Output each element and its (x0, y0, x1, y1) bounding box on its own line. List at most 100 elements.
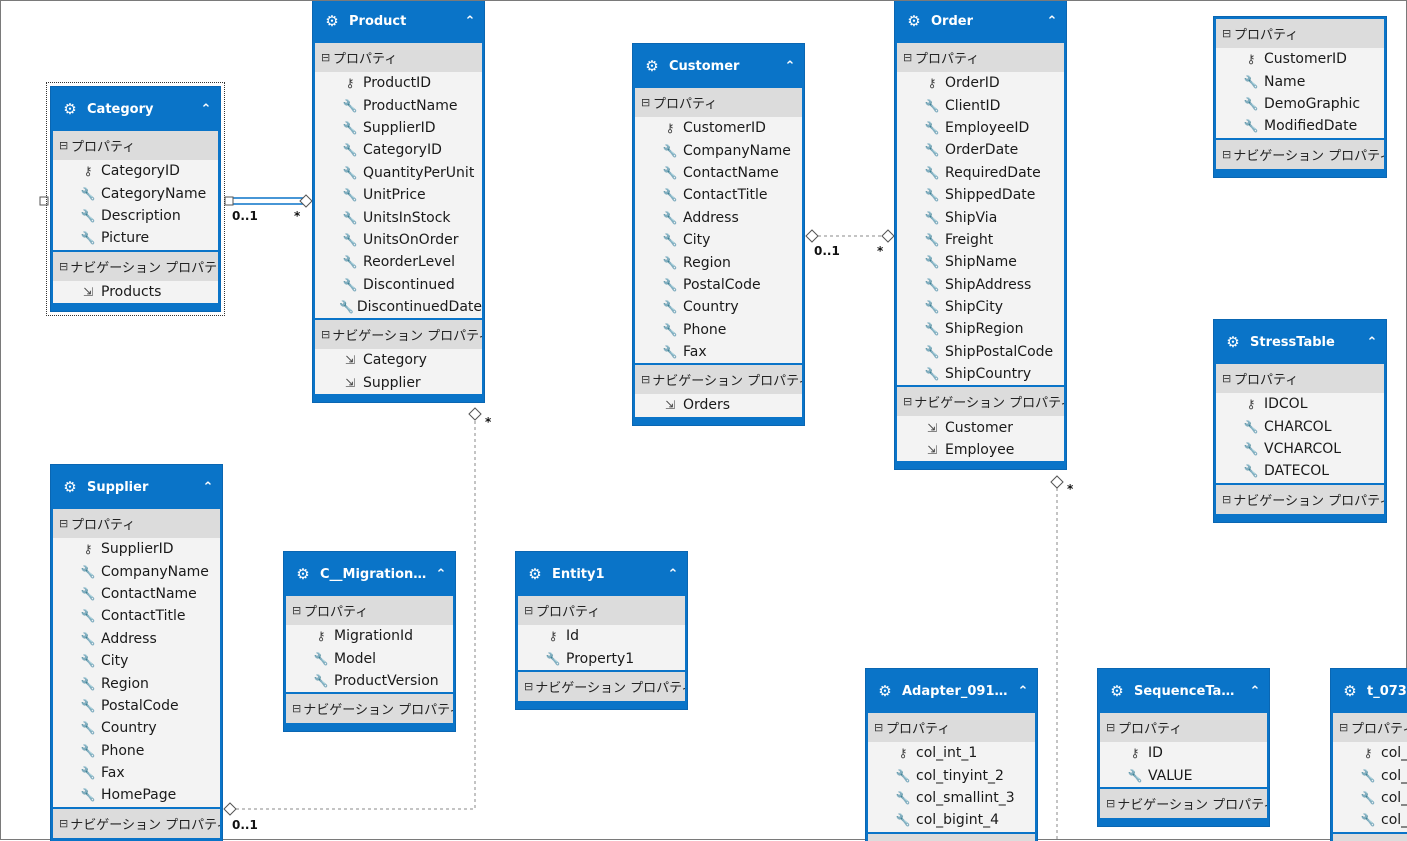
association-end-diamond[interactable] (223, 802, 237, 816)
property-row[interactable]: 🔧ReorderLevel (315, 251, 482, 273)
entity-header[interactable]: ⚙t_0733⌃ (1331, 669, 1407, 713)
navigation-section-header[interactable]: ⊟ナビゲーション プロパティ (635, 365, 802, 395)
property-row[interactable]: 🔧HomePage (53, 784, 220, 806)
property-row[interactable]: 🔧Region (53, 672, 220, 694)
minus-toggle-icon[interactable]: ⊟ (59, 139, 69, 152)
property-row[interactable]: ⚷col_int_1 (868, 742, 1035, 764)
navigation-property-row[interactable]: ⇲Employee (897, 439, 1064, 461)
property-row[interactable]: 🔧ShipCity (897, 296, 1064, 318)
property-row[interactable]: 🔧CategoryName (53, 182, 218, 204)
property-row[interactable]: ⚷IDCOL (1216, 393, 1384, 415)
navigation-section-header[interactable]: ⊟ナビゲーション プロパティ (286, 694, 453, 724)
property-row[interactable]: 🔧UnitsOnOrder (315, 229, 482, 251)
entity-entity1[interactable]: ⚙Entity1⌃⊟プロパティ⚷Id🔧Property1⊟ナビゲーション プロパ… (515, 551, 688, 710)
entity-topright[interactable]: ⊟プロパティ⚷CustomerID🔧Name🔧DemoGraphic🔧Modif… (1213, 16, 1387, 178)
entity-header[interactable]: ⚙Product⌃ (313, 1, 484, 43)
property-row[interactable]: 🔧Address (635, 207, 802, 229)
property-row[interactable]: 🔧col_tinyint_2 (868, 764, 1035, 786)
entity-supplier[interactable]: ⚙Supplier⌃⊟プロパティ⚷SupplierID🔧CompanyName🔧… (50, 464, 223, 841)
property-row[interactable]: 🔧ContactName (635, 162, 802, 184)
minus-toggle-icon[interactable]: ⊟ (321, 328, 331, 342)
property-row[interactable]: ⚷MigrationId (286, 625, 453, 647)
property-row[interactable]: 🔧ShipCountry (897, 363, 1064, 385)
property-row[interactable]: 🔧ShipPostalCode (897, 341, 1064, 363)
navigation-section-header[interactable]: ⊟ナビゲーション プロパティ (315, 320, 482, 350)
chevron-up-icon[interactable]: ⌃ (1017, 683, 1029, 699)
minus-toggle-icon[interactable]: ⊟ (292, 604, 302, 617)
property-row[interactable]: 🔧Name (1216, 70, 1384, 92)
property-row[interactable]: 🔧EmployeeID (897, 117, 1064, 139)
chevron-up-icon[interactable]: ⌃ (202, 479, 214, 495)
property-row[interactable]: 🔧ClientID (897, 94, 1064, 116)
navigation-section-header[interactable]: ⊟ナビゲーション プロパティ (1333, 833, 1407, 841)
property-row[interactable]: 🔧CHARCOL (1216, 415, 1384, 437)
properties-section-header[interactable]: ⊟プロパティ (868, 713, 1035, 742)
property-row[interactable]: ⚷col_i (1333, 742, 1407, 764)
property-row[interactable]: 🔧CompanyName (635, 139, 802, 161)
selection-handle[interactable] (39, 196, 49, 206)
property-row[interactable]: 🔧ProductVersion (286, 670, 453, 692)
property-row[interactable]: 🔧City (53, 650, 220, 672)
navigation-property-row[interactable]: ⇲Products (53, 281, 218, 303)
property-row[interactable]: 🔧UnitPrice (315, 184, 482, 206)
property-row[interactable]: 🔧UnitsInStock (315, 206, 482, 228)
navigation-section-header[interactable]: ⊟ナビゲーション プロパティ (897, 387, 1064, 417)
property-row[interactable]: 🔧VCHARCOL (1216, 438, 1384, 460)
property-row[interactable]: 🔧ShipName (897, 251, 1064, 273)
chevron-up-icon[interactable]: ⌃ (1046, 13, 1058, 29)
minus-toggle-icon[interactable]: ⊟ (524, 604, 534, 617)
chevron-up-icon[interactable]: ⌃ (667, 566, 679, 582)
property-row[interactable]: 🔧Phone (635, 319, 802, 341)
property-row[interactable]: 🔧Address (53, 628, 220, 650)
property-row[interactable]: 🔧ContactName (53, 583, 220, 605)
minus-toggle-icon[interactable]: ⊟ (1222, 147, 1232, 161)
property-row[interactable]: 🔧ContactTitle (635, 184, 802, 206)
property-row[interactable]: 🔧SupplierID (315, 117, 482, 139)
minus-toggle-icon[interactable]: ⊟ (1222, 372, 1232, 385)
association-end-diamond[interactable] (468, 407, 482, 421)
entity-header[interactable]: ⚙Category⌃ (51, 87, 220, 131)
property-row[interactable]: ⚷CategoryID (53, 160, 218, 182)
entity-header[interactable]: ⚙Adapter_0917…⌃ (866, 669, 1037, 713)
property-row[interactable]: ⚷Id (518, 625, 685, 647)
property-row[interactable]: 🔧ShippedDate (897, 184, 1064, 206)
property-row[interactable]: 🔧col_t (1333, 764, 1407, 786)
association-end-diamond[interactable] (299, 194, 313, 208)
navigation-section-header[interactable]: ⊟ナビゲーション プロパティ (1216, 484, 1384, 514)
property-row[interactable]: 🔧ProductName (315, 94, 482, 116)
navigation-section-header[interactable]: ⊟ナビゲーション プロパティ (1216, 139, 1384, 169)
property-row[interactable]: ⚷ID (1100, 742, 1267, 764)
property-row[interactable]: 🔧col_s (1333, 787, 1407, 809)
property-row[interactable]: 🔧PostalCode (53, 695, 220, 717)
minus-toggle-icon[interactable]: ⊟ (59, 517, 69, 530)
property-row[interactable]: 🔧DiscontinuedDate (315, 296, 482, 318)
minus-toggle-icon[interactable]: ⊟ (524, 679, 534, 693)
properties-section-header[interactable]: ⊟プロパティ (1100, 713, 1267, 742)
entity-header[interactable]: ⚙SequenceTable⌃ (1098, 669, 1269, 713)
navigation-section-header[interactable]: ⊟ナビゲーション プロパティ (53, 808, 220, 838)
properties-section-header[interactable]: ⊟プロパティ (53, 131, 218, 160)
navigation-property-row[interactable]: ⇲Supplier (315, 372, 482, 394)
entity-stresstable[interactable]: ⚙StressTable⌃⊟プロパティ⚷IDCOL🔧CHARCOL🔧VCHARC… (1213, 319, 1387, 523)
property-row[interactable]: 🔧Fax (53, 762, 220, 784)
property-row[interactable]: 🔧ShipRegion (897, 318, 1064, 340)
minus-toggle-icon[interactable]: ⊟ (1339, 721, 1349, 734)
association-end-diamond[interactable] (881, 229, 895, 243)
entity-header[interactable]: ⚙Supplier⌃ (51, 465, 222, 509)
properties-section-header[interactable]: ⊟プロパティ (53, 509, 220, 538)
property-row[interactable]: ⚷OrderID (897, 72, 1064, 94)
properties-section-header[interactable]: ⊟プロパティ (897, 43, 1064, 72)
property-row[interactable]: 🔧Country (635, 296, 802, 318)
entity-header[interactable]: ⚙Customer⌃ (633, 44, 804, 88)
association-end-diamond[interactable] (805, 229, 819, 243)
entity-header[interactable]: ⚙Order⌃ (895, 1, 1066, 43)
property-row[interactable]: 🔧Description (53, 205, 218, 227)
property-row[interactable]: ⚷ProductID (315, 72, 482, 94)
navigation-section-header[interactable]: ⊟ナビゲーション プロパティ (868, 833, 1035, 841)
properties-section-header[interactable]: ⊟プロパティ (1216, 19, 1384, 48)
navigation-property-row[interactable]: ⇲Orders (635, 394, 802, 416)
property-row[interactable]: 🔧CategoryID (315, 139, 482, 161)
property-row[interactable]: 🔧OrderDate (897, 139, 1064, 161)
property-row[interactable]: 🔧ModifiedDate (1216, 115, 1384, 137)
